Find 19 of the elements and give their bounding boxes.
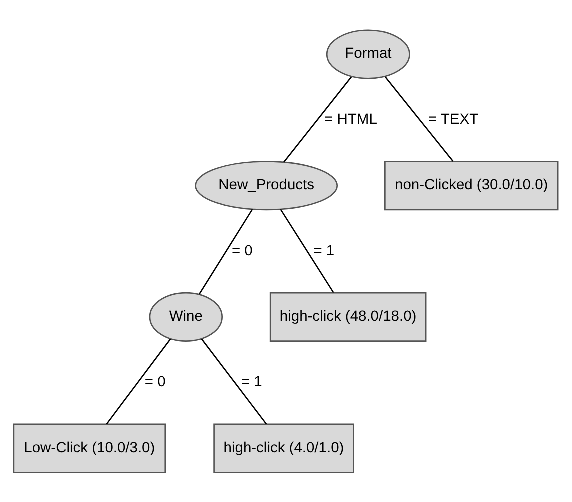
node-ellipse: Wine bbox=[149, 292, 223, 342]
edge-label: = HTML bbox=[324, 111, 378, 128]
node-ellipse: Format bbox=[326, 29, 410, 79]
connector bbox=[198, 208, 254, 294]
edge-label: = 0 bbox=[144, 374, 166, 390]
edge-label: = 1 bbox=[241, 374, 262, 390]
edge-label: = TEXT bbox=[428, 111, 479, 128]
node-box: high-click (48.0/18.0) bbox=[270, 292, 427, 342]
edge-label: = 1 bbox=[314, 242, 335, 259]
connector bbox=[284, 76, 352, 162]
connector bbox=[280, 208, 334, 293]
connector bbox=[384, 76, 454, 162]
node-box: non-Clicked (30.0/10.0) bbox=[384, 160, 559, 210]
edge-label: = 0 bbox=[232, 242, 253, 259]
connector bbox=[201, 338, 268, 424]
node-ellipse: New_Products bbox=[195, 160, 338, 210]
node-box: high-click (4.0/1.0) bbox=[214, 423, 354, 473]
connector bbox=[106, 338, 172, 424]
node-box: Low-Click (10.0/3.0) bbox=[13, 423, 166, 473]
